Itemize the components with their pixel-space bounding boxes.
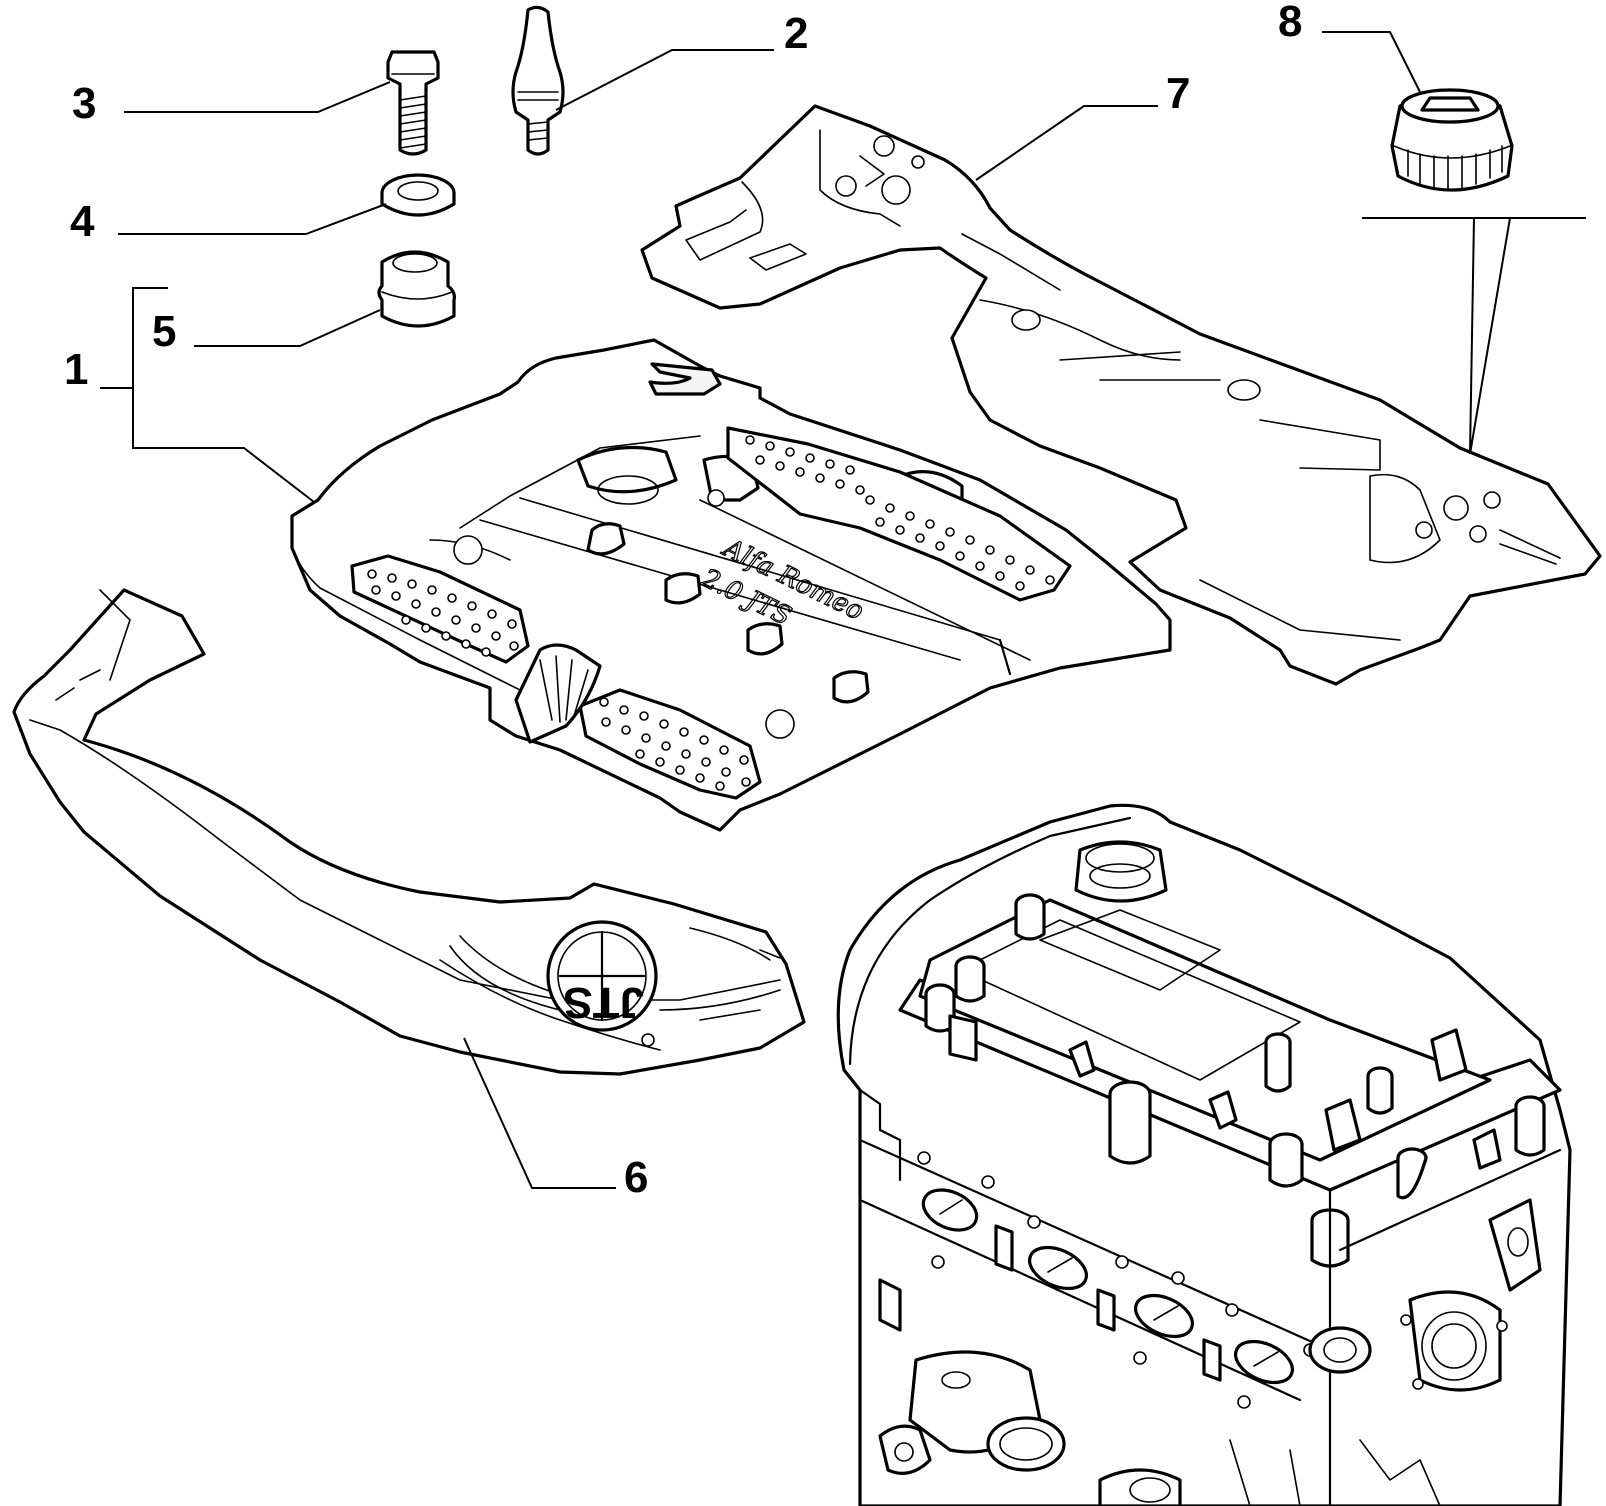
leader-7	[975, 105, 1158, 181]
engine-bosses	[924, 893, 1546, 1268]
callout-7: 7	[1166, 69, 1190, 118]
part-8-cap-nut	[1390, 88, 1514, 192]
callout-labels: 1 2 3 4 5 6 7 8	[64, 0, 1302, 1202]
callout-5: 5	[152, 307, 176, 356]
engine-cylinder-head	[836, 803, 1572, 1506]
callout-2: 2	[784, 9, 808, 58]
badge-text: JTS	[563, 978, 644, 1027]
part-1-engine-cover: Alfa Romeo 2.0 JTS	[290, 338, 1172, 832]
callout-1: 1	[64, 345, 88, 394]
leader-2	[555, 49, 774, 111]
leader-8	[1322, 31, 1421, 93]
part-3-bolt	[386, 50, 440, 156]
leader-1	[100, 287, 315, 503]
leader-4	[118, 203, 387, 235]
callout-6: 6	[624, 1153, 648, 1202]
leader-3	[124, 81, 391, 113]
vent-holes-left	[367, 569, 519, 657]
vent-holes-bottom	[599, 697, 751, 791]
leader-5	[194, 309, 381, 347]
part-5-grommet	[377, 250, 456, 328]
leader-8-bracket	[1362, 217, 1586, 455]
part-2-stud	[511, 5, 565, 156]
leader-6	[463, 1037, 616, 1189]
leader-lines	[100, 31, 1586, 1189]
part-4-washer	[380, 173, 456, 217]
callout-8: 8	[1278, 0, 1302, 46]
vent-holes-top	[745, 435, 1055, 591]
callout-3: 3	[72, 79, 96, 128]
callout-4: 4	[70, 197, 95, 246]
part-7-right-cover	[640, 104, 1602, 686]
part-6-left-cover: JTS	[12, 588, 806, 1076]
